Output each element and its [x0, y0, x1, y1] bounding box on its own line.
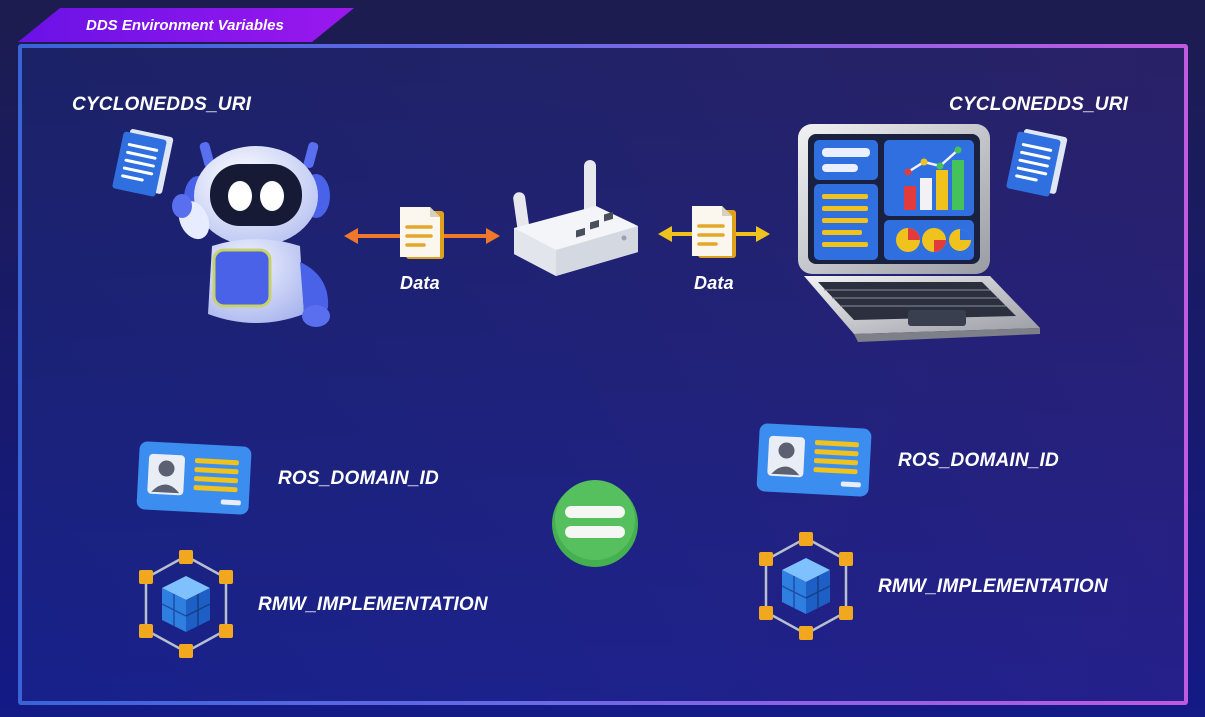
- right-ros-domain-id-label: ROS_DOMAIN_ID: [898, 450, 1059, 471]
- left-rmw-implementation-label: RMW_IMPLEMENTATION: [258, 594, 488, 615]
- diagram-title: DDS Environment Variables: [86, 16, 284, 34]
- right-document-icon: [1000, 126, 1076, 198]
- right-cyclonedds-uri-label: CYCLONEDDS_URI: [949, 94, 1129, 115]
- right-data-file-icon: [690, 204, 740, 262]
- left-ros-domain-id-label: ROS_DOMAIN_ID: [278, 468, 439, 489]
- laptop-icon: [796, 120, 1042, 348]
- equals-icon: [551, 480, 639, 568]
- left-cyclonedds-uri-label: CYCLONEDDS_URI: [72, 94, 252, 115]
- left-id-card-icon: [134, 440, 254, 518]
- router-icon: [508, 158, 642, 280]
- diagram-title-tab: DDS Environment Variables: [18, 8, 354, 42]
- right-rmw-implementation-label: RMW_IMPLEMENTATION: [878, 576, 1108, 597]
- right-data-label: Data: [694, 273, 734, 293]
- robot-icon: [168, 136, 340, 332]
- diagram-frame: [18, 44, 1188, 705]
- right-id-card-icon: [754, 422, 874, 500]
- right-rmw-cube-icon: [754, 530, 858, 642]
- left-rmw-cube-icon: [134, 548, 238, 660]
- left-data-file-icon: [398, 205, 448, 263]
- left-data-label: Data: [400, 273, 440, 293]
- left-document-icon: [106, 126, 182, 198]
